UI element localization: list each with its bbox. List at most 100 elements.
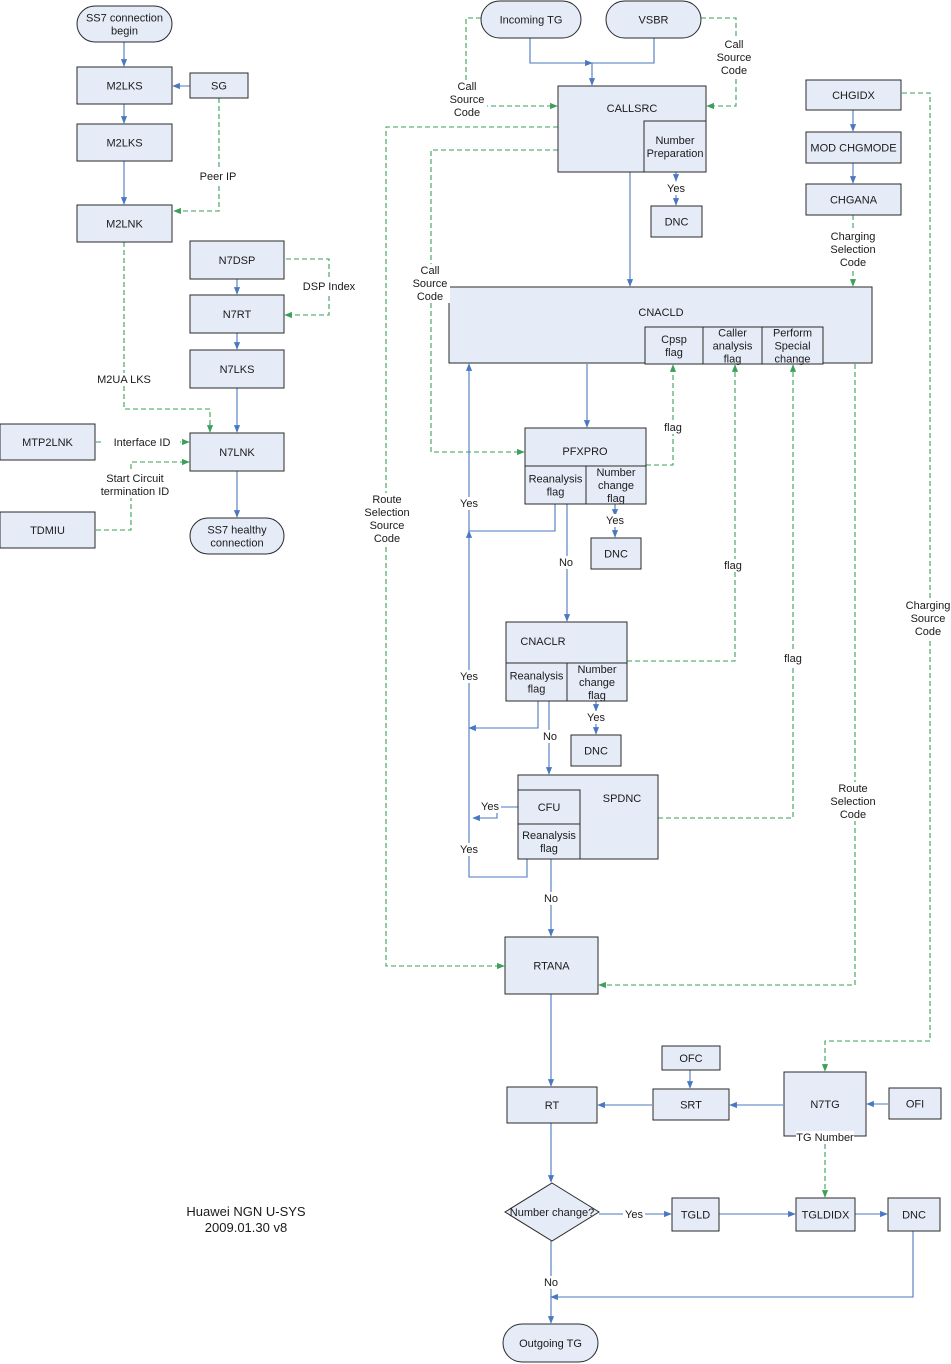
node-rt: RT: [506, 1086, 598, 1124]
svg-text:flag: flag: [724, 560, 742, 572]
reference-arrow-38: [658, 364, 797, 819]
node-label-cnacld: CNACLD: [638, 307, 683, 319]
node-m2lnk: M2LNK: [76, 204, 173, 243]
svg-text:Yes: Yes: [667, 183, 685, 195]
node-label-vsbr: VSBR: [639, 15, 669, 27]
node-n7lks: N7LKS: [189, 349, 285, 389]
reference-arrow-20: [430, 149, 558, 456]
edge-label-peer-ip: Peer IP: [195, 170, 241, 183]
node-n7rt: N7RT: [189, 294, 285, 334]
svg-text:M2UA LKS: M2UA LKS: [97, 374, 151, 386]
svg-text:Yes: Yes: [625, 1209, 643, 1221]
caption-line-1: Huawei NGN U-SYS: [186, 1204, 306, 1219]
reference-arrow-15: [465, 17, 558, 110]
node-label-mtp2lnk: MTP2LNK: [22, 437, 73, 449]
node-label-ofi: OFI: [906, 1099, 924, 1111]
node-label-chgidx: CHGIDX: [832, 90, 875, 102]
node-label-rt: RT: [545, 1100, 560, 1112]
svg-text:No: No: [544, 893, 558, 905]
svg-text:No: No: [559, 557, 573, 569]
node-label-m2lks-1: M2LKS: [106, 81, 142, 93]
node-label-n7lnk: N7LNK: [219, 447, 255, 459]
svg-text:Yes: Yes: [587, 712, 605, 724]
edge-label-yes-left-1: Yes: [458, 497, 480, 510]
node-incoming-tg: Incoming TG: [480, 0, 582, 39]
node-label-srt: SRT: [680, 1100, 702, 1112]
node-dnc-2: DNC: [590, 537, 642, 570]
svg-text:Yes: Yes: [606, 515, 624, 527]
flow-arrow-52: [550, 1231, 914, 1301]
node-label-rtana: RTANA: [533, 961, 570, 973]
edge-label-flag-2: flag: [719, 559, 747, 572]
svg-text:Yes: Yes: [460, 671, 478, 683]
edge-label-yes-clr: Yes: [585, 711, 607, 724]
node-label-cfu: CFU: [538, 802, 561, 814]
reference-arrow-5: [284, 258, 330, 319]
node-label-tdmiu: TDMIU: [30, 525, 65, 537]
node-outgoing-tg: Outgoing TG: [502, 1323, 599, 1363]
node-number-change-q: Number change?: [504, 1182, 600, 1242]
node-n7lnk: N7LNK: [189, 432, 285, 472]
node-chgana: CHGANA: [805, 183, 902, 216]
node-mtp2lnk: MTP2LNK: [0, 423, 96, 461]
svg-text:No: No: [544, 1277, 558, 1289]
connector-layer: [96, 17, 931, 1324]
node-label-callsrc: CALLSRC: [607, 103, 658, 115]
node-label-n7rt: N7RT: [223, 309, 252, 321]
node-ofc: OFC: [661, 1045, 721, 1071]
node-label-chgana: CHGANA: [830, 195, 878, 207]
node-label-m2lks-2: M2LKS: [106, 138, 142, 150]
node-vsbr: VSBR: [605, 0, 702, 39]
svg-text:Yes: Yes: [481, 801, 499, 813]
flow-arrow-32: [465, 363, 556, 532]
node-label-tgldidx: TGLDIDX: [802, 1210, 850, 1222]
node-label-cnaclr: CNACLR: [520, 636, 565, 648]
reference-arrow-4: [173, 98, 220, 215]
reference-arrow-26: [598, 364, 856, 989]
caption-line-2: 2009.01.30 v8: [205, 1220, 287, 1235]
svg-text:Peer IP: Peer IP: [200, 171, 237, 183]
node-n7dsp: N7DSP: [189, 240, 285, 280]
svg-text:Yes: Yes: [460, 498, 478, 510]
edge-label-no-3: No: [543, 892, 559, 905]
caption-layer: Huawei NGN U-SYS 2009.01.30 v8: [186, 1204, 306, 1235]
edge-label-yes-pfx: Yes: [604, 514, 626, 527]
node-tdmiu: TDMIU: [0, 511, 96, 549]
node-srt: SRT: [652, 1088, 730, 1121]
node-label-dnc-1: DNC: [665, 217, 689, 229]
flow-arrow-40: [465, 530, 528, 878]
node-label-mod-chgmode: MOD CHGMODE: [810, 143, 896, 155]
node-label-incoming-tg: Incoming TG: [500, 15, 563, 27]
node-label-n7tg: N7TG: [810, 1099, 839, 1111]
node-dnc-4: DNC: [887, 1197, 941, 1232]
node-m2lks-1: M2LKS: [76, 66, 173, 105]
flow-arrow-37: [468, 701, 539, 732]
edge-label-yes-left-2: Yes: [458, 670, 480, 683]
node-mod-chgmode: MOD CHGMODE: [805, 131, 902, 164]
reference-arrow-25: [821, 92, 931, 1072]
svg-text:DSP Index: DSP Index: [303, 281, 356, 293]
